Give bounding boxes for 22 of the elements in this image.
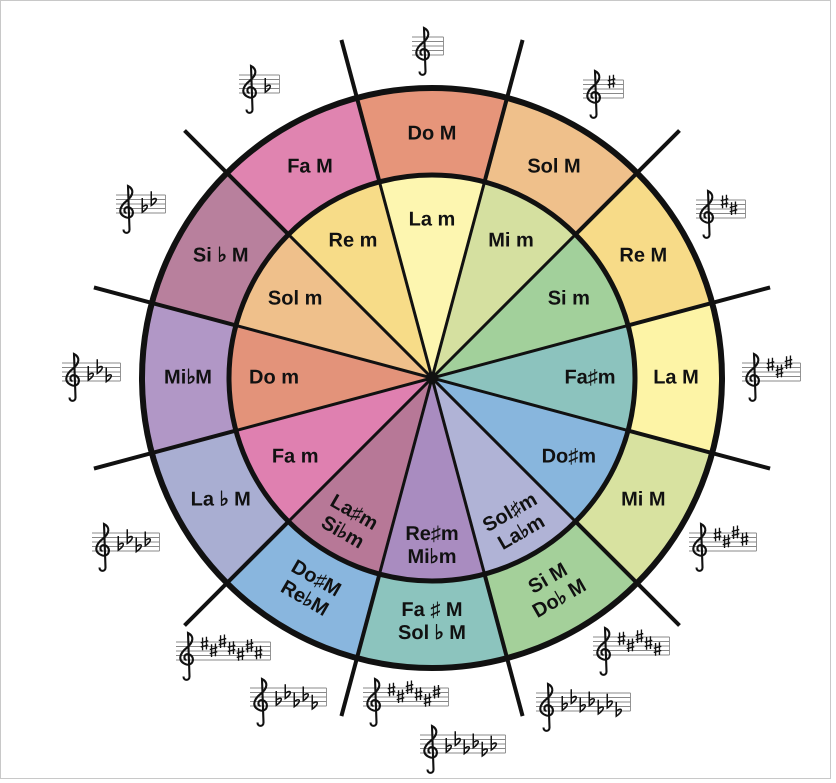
key-label: Do M (408, 122, 456, 146)
key-label: Fa♯m (564, 366, 616, 390)
key-label: La M (653, 366, 699, 390)
key-label: Re♯m (405, 523, 459, 546)
key-label: Mi M (621, 488, 666, 512)
key-label: Do♯m (542, 446, 596, 468)
key-label: Si ♭ M (192, 244, 249, 268)
key-label: La m (408, 208, 456, 232)
key-label: Si m (548, 288, 590, 310)
key-label: Fa M (287, 155, 333, 178)
key-label: Mi♭m (408, 546, 456, 569)
key-label: Mi m (488, 230, 534, 253)
key-label: Sol ♭ M (398, 622, 466, 645)
key-label: Sol m (268, 288, 322, 310)
key-label: Fa ♯ M (401, 599, 463, 622)
key-label: Mi♭M (164, 366, 212, 390)
key-label: Do m (249, 366, 299, 390)
key-label: Fa m (272, 446, 318, 468)
key-label: Re m (328, 230, 378, 253)
key-label: Sol M (527, 155, 581, 178)
key-label: Re M (619, 244, 668, 268)
key-label: La ♭ M (190, 488, 251, 512)
